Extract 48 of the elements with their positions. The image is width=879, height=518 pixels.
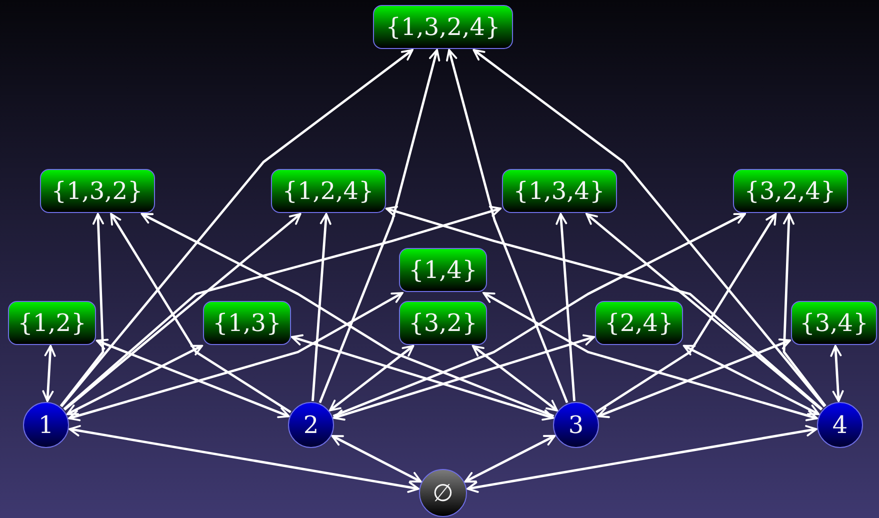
arrow [42,345,56,402]
element-circle: 3 [553,402,599,448]
element-circle: 4 [817,402,863,448]
arrow [318,49,440,404]
arrow [332,334,595,421]
arrow [464,434,556,483]
arrow [110,213,292,414]
element-circle: 1 [23,402,69,448]
arrow [683,344,820,416]
arrow [466,425,818,493]
arrow [596,213,777,414]
arrow [386,206,823,410]
arrow [291,334,554,421]
arrow [312,213,332,402]
arrow [96,338,290,418]
set-box: {1,3,2,4} [373,5,513,49]
arrow [60,49,414,408]
arrow [332,212,746,418]
set-box: {1,3,4} [502,169,616,213]
arrow [331,434,422,483]
set-box: {3,2,4} [732,169,848,213]
element-circle: 2 [288,402,334,448]
arrow [586,213,822,411]
set-box: {2,4} [595,301,683,345]
arrow [472,49,826,408]
set-box: {1,3} [203,301,291,345]
set-box: {3,4} [791,301,877,345]
arrow [140,212,554,418]
arrow [64,213,302,411]
arrow [472,345,558,412]
set-box: {3,2} [399,301,487,345]
set-box: {1,3,2} [40,169,154,213]
arrow [556,213,576,402]
set-box: {1,2} [8,301,96,345]
arrow [446,49,568,404]
arrow [68,292,404,422]
arrow [68,425,420,493]
arrow [63,206,502,410]
arrow [66,344,203,416]
arrow [782,213,826,407]
arrow [597,338,791,418]
set-box: {1,4} [399,248,487,292]
arrow [482,292,818,422]
arrow [60,213,104,407]
arrow [329,345,414,412]
empty-set-circle: ∅ [419,469,467,517]
arrow [830,345,844,402]
set-box: {1,2,4} [270,169,386,213]
